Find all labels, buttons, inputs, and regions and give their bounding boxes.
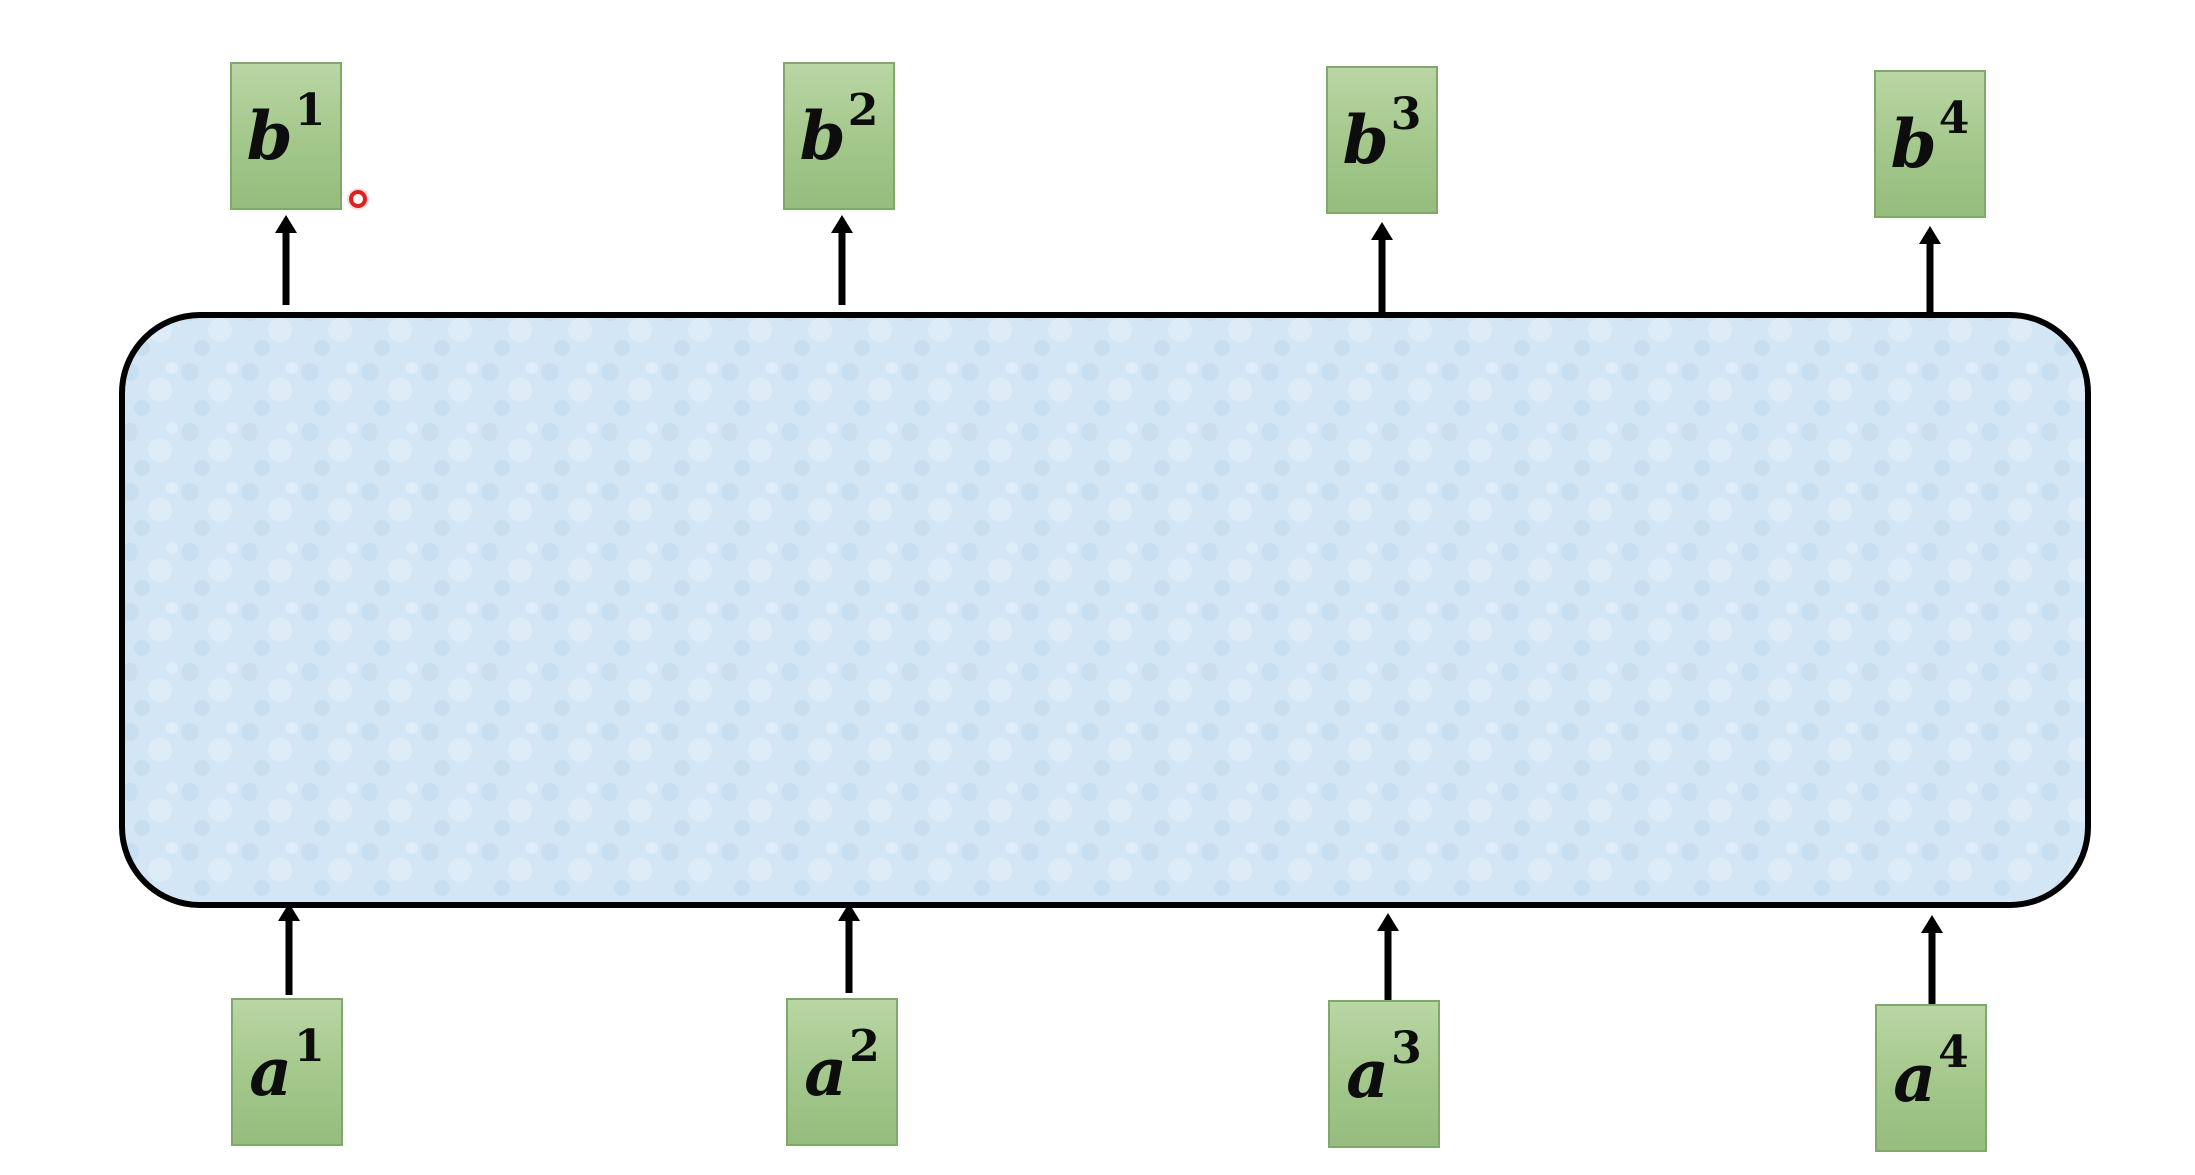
var-superscript: 4 [1938,93,1970,144]
output-arrow-4-arrowhead-icon [1919,226,1941,244]
var-letter: a [1893,1039,1937,1117]
input-arrow-2-arrowhead-icon [838,903,860,921]
var-superscript: 2 [847,85,879,136]
var-letter: a [1346,1035,1390,1113]
var-letter: b [1342,101,1389,179]
output-arrow-1-arrowhead-icon [275,215,297,233]
output-arrow-3-arrowhead-icon [1371,222,1393,240]
processing-block [119,312,2091,908]
var-superscript: 3 [1390,89,1422,140]
output-arrow-2-arrowhead-icon [831,215,853,233]
var-letter: a [804,1033,848,1111]
var-superscript: 1 [294,85,326,136]
var-letter: a [249,1033,293,1111]
output-arrows [275,215,1941,313]
input-arrow-3-arrowhead-icon [1377,913,1399,931]
var-letter: b [1890,105,1937,183]
var-letter: b [799,97,846,175]
input-arrow-4-arrowhead-icon [1921,915,1943,933]
var-superscript: 1 [294,1021,325,1072]
input-arrow-1-arrowhead-icon [278,903,300,921]
red-circle-pointer-icon [347,188,369,210]
var-superscript: 2 [849,1021,880,1072]
var-superscript: 4 [1938,1027,1969,1078]
var-superscript: 3 [1391,1023,1422,1074]
var-letter: b [246,97,293,175]
input-arrows [278,903,1943,1005]
